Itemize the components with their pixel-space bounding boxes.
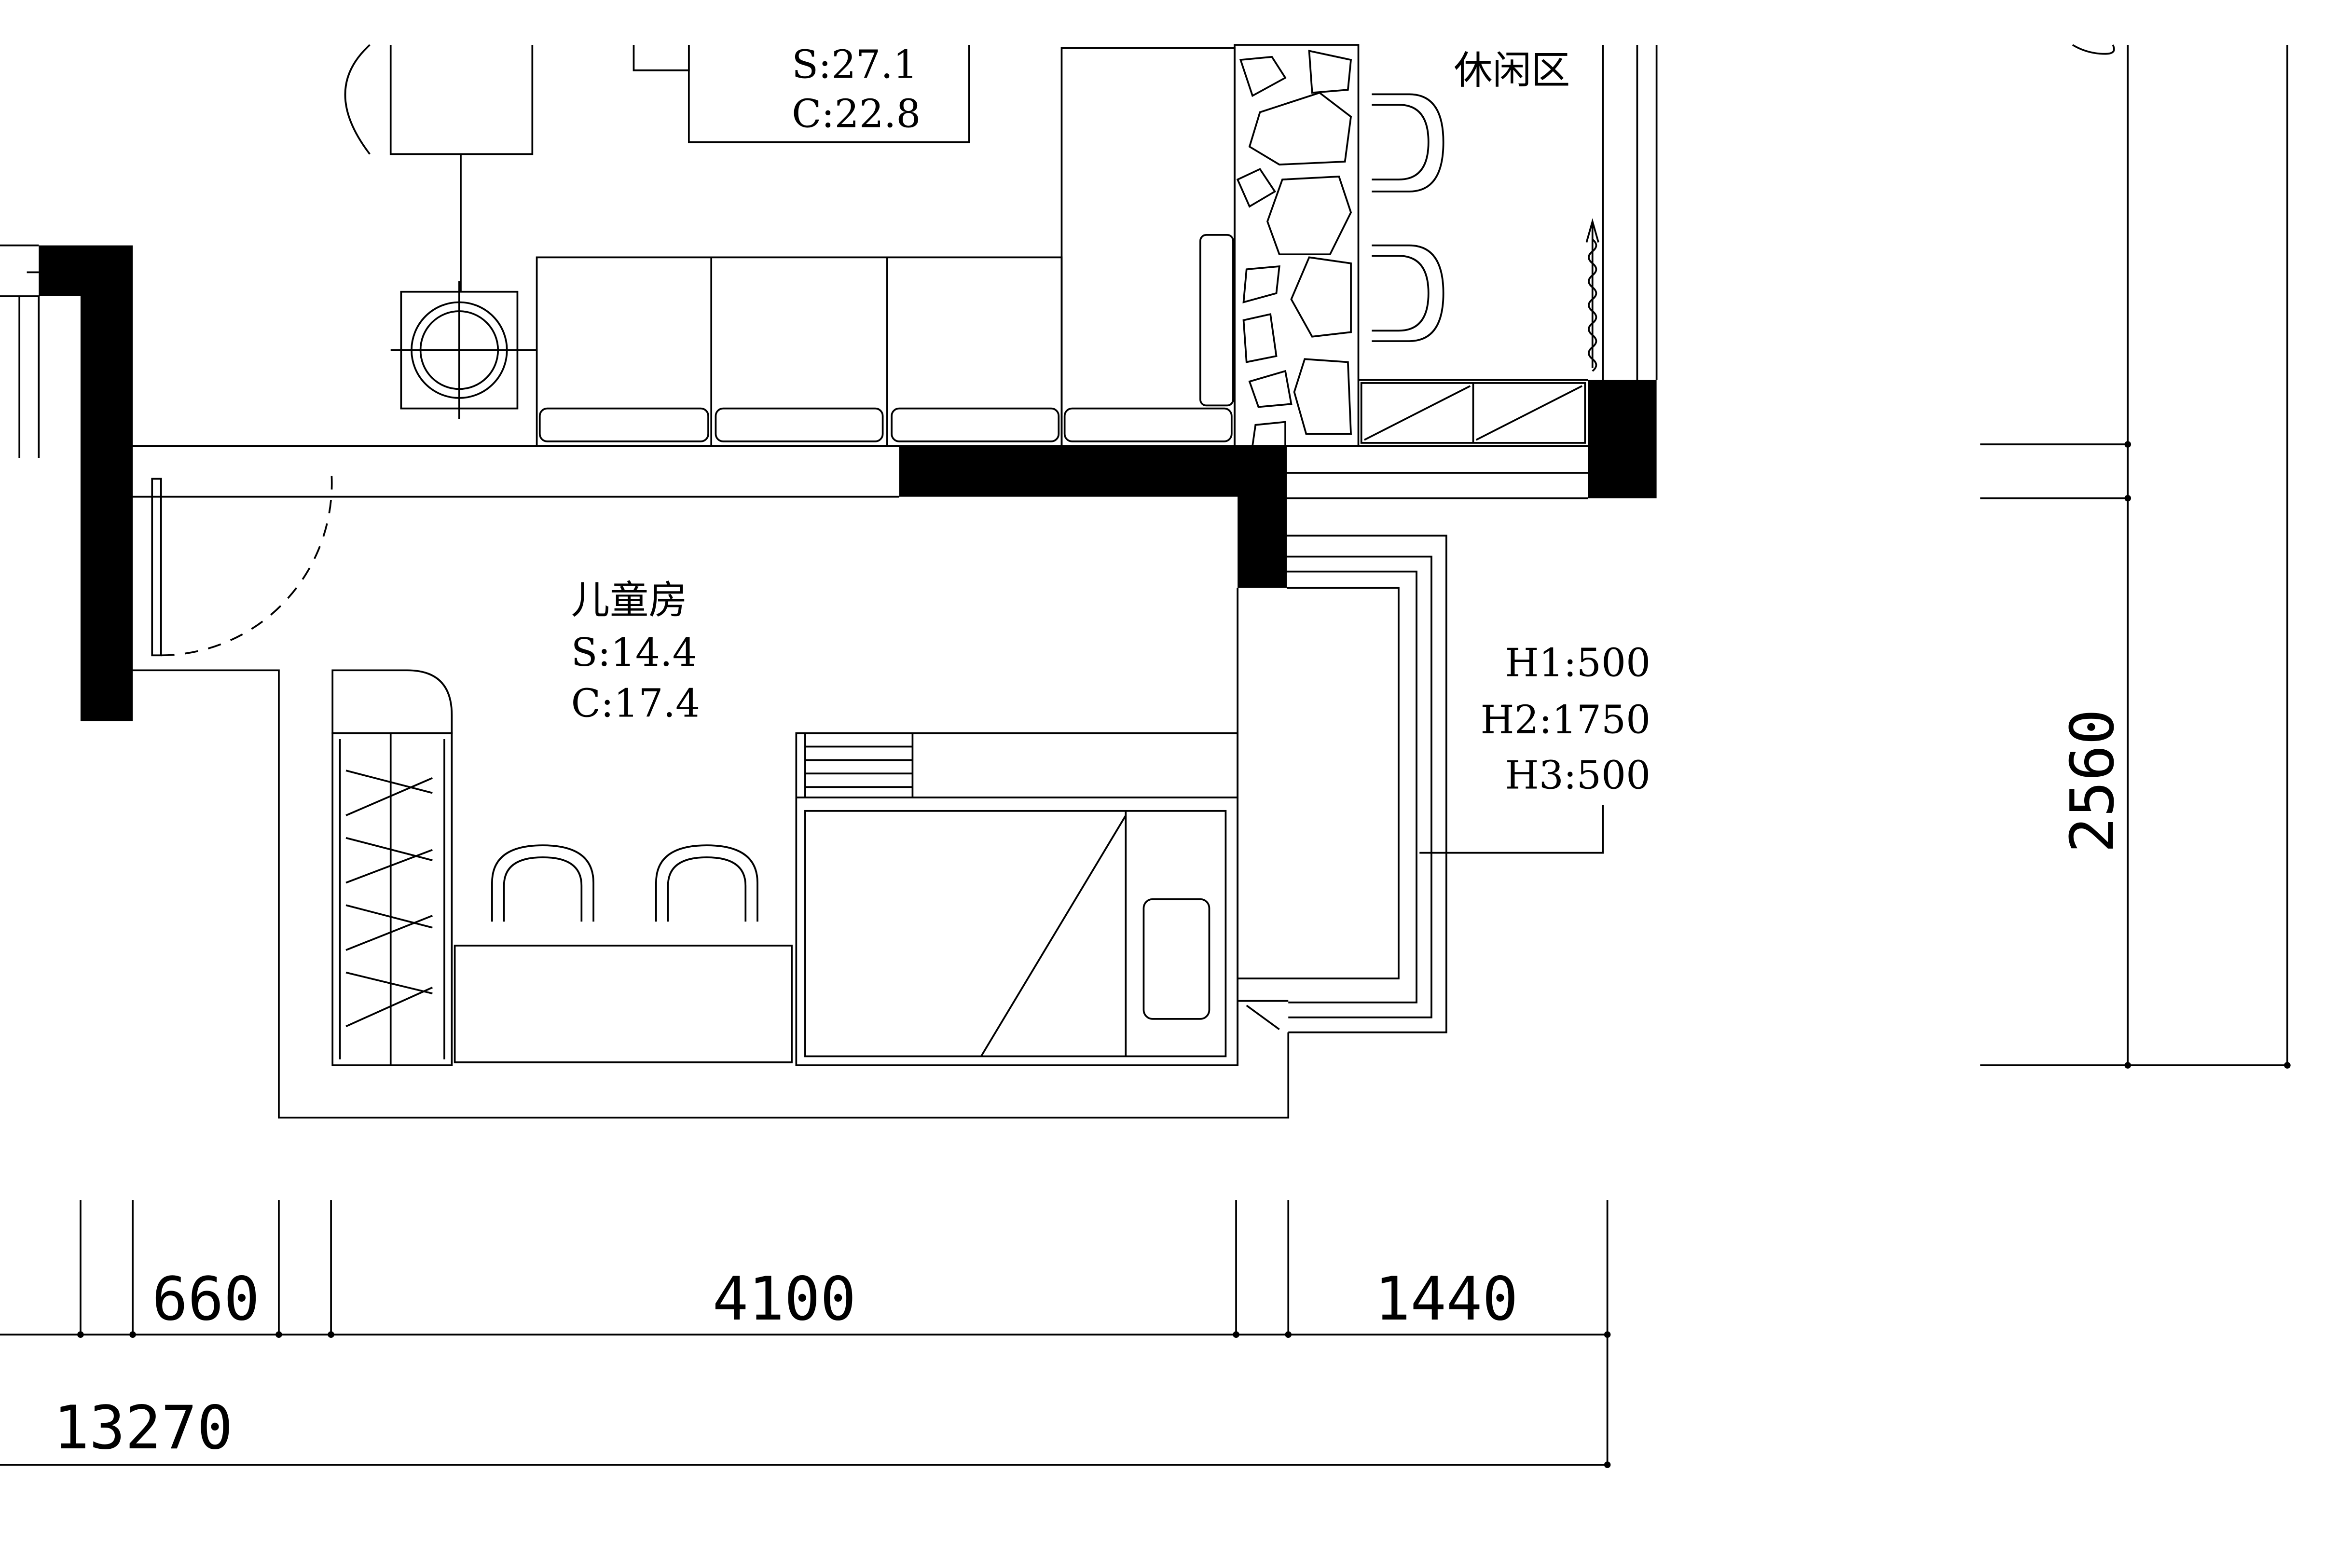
dimension-4100: 4100 — [713, 1265, 856, 1334]
living-area: S:27.1 C:22.8 — [344, 41, 1236, 447]
dimension-660: 660 — [152, 1265, 260, 1334]
leisure-area: 休闲区 — [1358, 45, 1658, 444]
kids-room-label: 儿童房 — [571, 577, 688, 622]
kids-room-perimeter-label: C:17.4 — [571, 680, 700, 726]
living-area-perimeter-label: C:22.8 — [792, 91, 921, 136]
bottom-dimension-lines: 660 4100 1440 13270 — [0, 1200, 1611, 1468]
dimension-total-13270: 13270 — [54, 1393, 233, 1463]
stone-feature-wall — [1234, 44, 1360, 447]
kids-room-door — [151, 467, 333, 657]
left-door-frame — [0, 244, 40, 458]
window-sill-height-label: H1:500 — [1505, 640, 1651, 686]
window-top-height-label: H3:500 — [1505, 752, 1651, 798]
room-outlines — [133, 445, 1588, 1119]
structural-walls — [39, 245, 1657, 721]
kids-room-furniture: 儿童房 S:14.4 C:17.4 — [331, 577, 1239, 1066]
kids-room-size-label: S:14.4 — [571, 630, 697, 675]
bay-window: H1:500 H2:1750 H3:500 — [1238, 535, 1651, 1033]
right-dimension-lines: 2560 — [1980, 44, 2291, 1069]
leisure-area-label: 休闲区 — [1454, 48, 1570, 93]
dimension-2560: 2560 — [2058, 709, 2128, 853]
window-height-label: H2:1750 — [1481, 697, 1651, 742]
living-area-size-label: S:27.1 — [792, 41, 918, 87]
dimension-1440: 1440 — [1375, 1265, 1518, 1334]
